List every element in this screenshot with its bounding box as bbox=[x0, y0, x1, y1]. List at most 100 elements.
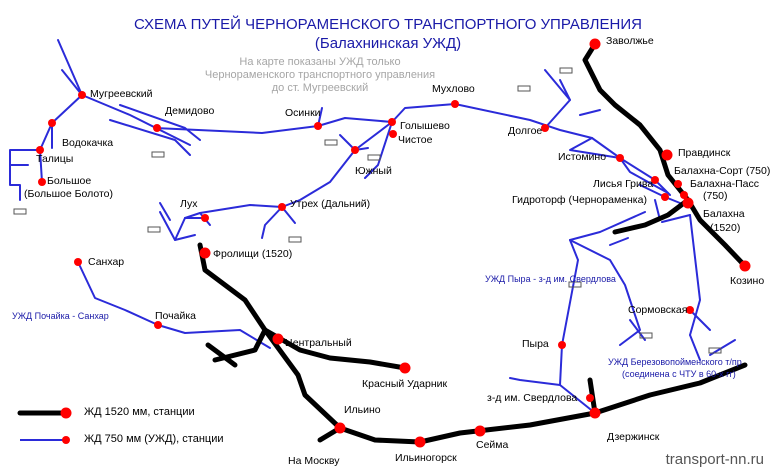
map-note-line-3: до ст. Мугреевский bbox=[271, 82, 369, 94]
settlement-icon-6 bbox=[288, 236, 302, 243]
settlement-icon-4 bbox=[367, 154, 381, 161]
station-dot-chistoe bbox=[389, 130, 397, 138]
broad-station-markers bbox=[199, 38, 751, 448]
station-label-pravdinsk: Правдинск bbox=[678, 147, 731, 159]
station-label-ilino: Ильино bbox=[344, 404, 381, 416]
settlement-icon-8 bbox=[517, 85, 531, 92]
station-dot-dzerzhinsk bbox=[589, 407, 601, 419]
station-dot-tsentralny bbox=[272, 333, 284, 345]
station-dot-gidrotorf bbox=[661, 193, 669, 201]
station-dot-yuzhny bbox=[351, 146, 359, 154]
station-label-kozino: Козино bbox=[730, 275, 765, 287]
station-label-ilinogorsk: Ильиногорск bbox=[395, 452, 457, 464]
settlement-icon-11 bbox=[708, 347, 722, 354]
settlement-icon-9 bbox=[568, 281, 582, 288]
station-dot-balakhna bbox=[682, 197, 694, 209]
settlement-icon-3 bbox=[324, 139, 338, 146]
station-label-tsentralny: Центральный bbox=[285, 337, 352, 349]
station-dot-osinki bbox=[314, 122, 322, 130]
station-label-dzerzhinsk: Дзержинск bbox=[607, 431, 660, 443]
watermark: transport-nn.ru bbox=[665, 451, 764, 468]
station-label-zd-sverdlova: з-д им. Свердлова bbox=[487, 392, 578, 404]
settlement-icon-10 bbox=[639, 332, 653, 339]
station-dot-utrekh bbox=[278, 203, 286, 211]
station-label-lisya-griva: Лисья Грива bbox=[593, 178, 654, 190]
settlement-icons bbox=[13, 67, 722, 354]
settlement-icon-2 bbox=[13, 208, 27, 215]
station-label-mugreevsky: Мугреевский bbox=[90, 88, 153, 100]
station-dot-golyshevo bbox=[388, 118, 396, 126]
station-dot-lukh bbox=[201, 214, 209, 222]
station-dot-vodokachka bbox=[48, 119, 56, 127]
station-label-bolshoe-alt: (Большое Болото) bbox=[24, 188, 113, 200]
station-label-krasny-udarnik: Красный Ударник bbox=[362, 378, 448, 390]
station-label-balakhna-sort: Балахна-Сорт (750) bbox=[674, 165, 771, 177]
settlement-icon-5 bbox=[147, 226, 161, 233]
station-dot-ilino bbox=[334, 422, 346, 434]
station-label-gidrotorf: Гидроторф (Чернораменка) bbox=[512, 194, 647, 206]
map-note-line-1: На карте показаны УЖД только bbox=[239, 56, 401, 68]
station-dot-ilinogorsk bbox=[414, 436, 426, 448]
station-label-sankhar: Санхар bbox=[88, 256, 125, 268]
station-dot-pochayka bbox=[154, 321, 162, 329]
station-dot-kozino bbox=[739, 260, 751, 272]
branch-label-berezovo-2: (соединена с ЧТУ в 60-х гг) bbox=[622, 369, 736, 379]
station-label-pochayka: Почайка bbox=[155, 310, 196, 322]
station-dot-mukhlovo bbox=[451, 100, 459, 108]
station-label-zavolzhye: Заволжье bbox=[606, 35, 654, 47]
station-dot-balakhna-pass bbox=[680, 191, 688, 199]
station-label-golyshevo: Голышево bbox=[400, 120, 450, 132]
station-label-dolgoe: Долгое bbox=[508, 125, 543, 137]
narrow-station-markers bbox=[36, 91, 694, 402]
station-dot-frolishchi bbox=[199, 247, 211, 259]
station-label-frolishchi: Фролищи (1520) bbox=[213, 248, 293, 260]
station-label-mukhlovo: Мухлово bbox=[432, 83, 475, 95]
station-dot-sankhar bbox=[74, 258, 82, 266]
legend-narrow-label: ЖД 750 мм (УЖД), станции bbox=[84, 433, 224, 445]
station-dot-balakhna-sort bbox=[674, 180, 682, 188]
station-label-sormovskaya: Сормовская bbox=[628, 304, 688, 316]
station-label-lukh: Лух bbox=[180, 198, 198, 210]
station-label-balakhna-pass-gauge: (750) bbox=[703, 190, 728, 202]
station-dot-krasny-udarnik bbox=[399, 362, 411, 374]
station-label-osinki: Осинки bbox=[285, 107, 321, 119]
station-dot-pravdinsk bbox=[661, 149, 673, 161]
settlement-icon-7 bbox=[559, 67, 573, 74]
map-title: СХЕМА ПУТЕЙ ЧЕРНОРАМЕНСКОГО ТРАНСПОРТНОГ… bbox=[134, 16, 642, 33]
station-dot-demidovo bbox=[153, 124, 161, 132]
station-dot-zavolzhye bbox=[589, 38, 601, 50]
station-label-yuzhny: Южный bbox=[355, 165, 392, 177]
branch-label-pochayka-sankhar: УЖД Почайка - Санхар bbox=[12, 311, 109, 321]
branch-label-berezovo-1: УЖД Березовопойменского т/пр bbox=[608, 357, 742, 367]
station-label-na-moskvu: На Москву bbox=[288, 455, 340, 467]
legend-symbols bbox=[17, 407, 72, 444]
station-label-chistoe: Чистое bbox=[398, 134, 433, 146]
station-dot-istomino bbox=[616, 154, 624, 162]
station-label-balakhna-gauge: (1520) bbox=[710, 222, 741, 234]
station-dot-seima bbox=[474, 425, 486, 437]
station-dot-bolshoe bbox=[38, 178, 46, 186]
branch-label-pyra-sverdlova: УЖД Пыра - з-д им. Свердлова bbox=[485, 274, 616, 284]
station-label-seima: Сейма bbox=[476, 439, 509, 451]
station-label-utrekh: Утрех (Дальний) bbox=[290, 198, 371, 210]
station-label-bolshoe: Большое bbox=[47, 175, 92, 187]
station-dot-talitsy bbox=[36, 146, 44, 154]
map-note: На карте показаны УЖД только Чернораменс… bbox=[170, 56, 470, 95]
station-label-istomino: Истомино bbox=[558, 151, 607, 163]
station-label-vodokachka: Водокачка bbox=[62, 137, 114, 149]
station-dot-lisya-griva bbox=[651, 176, 659, 184]
narrow-gauge-lines bbox=[9, 39, 736, 414]
legend-narrow-dot bbox=[62, 436, 70, 444]
station-dot-mugreevsky bbox=[78, 91, 86, 99]
station-label-balakhna-pass: Балахна-Пасс bbox=[690, 178, 759, 190]
station-label-balakhna: Балахна bbox=[703, 208, 745, 220]
station-label-demidovo: Демидово bbox=[165, 105, 215, 117]
legend-broad-label: ЖД 1520 мм, станции bbox=[84, 406, 195, 418]
station-label-talitsy: Талицы bbox=[36, 153, 74, 165]
station-dot-pyra bbox=[558, 341, 566, 349]
station-dot-zd-sverdlova bbox=[586, 394, 594, 402]
station-dot-dolgoe bbox=[541, 124, 549, 132]
settlement-icon-1 bbox=[151, 151, 165, 158]
